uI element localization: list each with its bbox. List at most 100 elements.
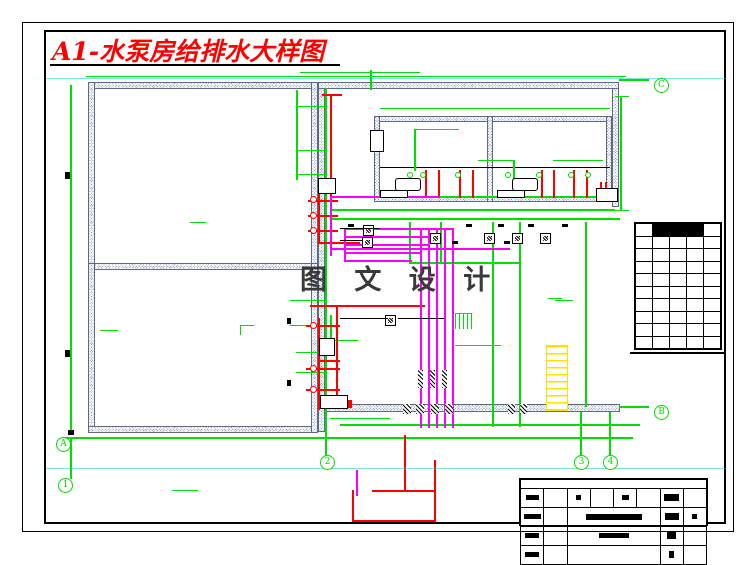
wall-segment (88, 426, 318, 433)
title-block-cell (659, 526, 684, 546)
pipe-tag (498, 224, 504, 227)
table-header-bar (652, 223, 704, 237)
riser-tag (430, 370, 435, 388)
drain-line (330, 209, 615, 211)
branch-line (414, 129, 416, 171)
pressure-line (320, 360, 340, 362)
riser-tag (418, 370, 423, 388)
equipment-box (319, 338, 335, 356)
title-block-cell (566, 526, 661, 546)
equipment-box (596, 188, 618, 202)
pump-symbol (484, 233, 495, 244)
pressure-line (308, 200, 338, 202)
axis-line-a (63, 437, 633, 439)
pipe-sleeve (416, 404, 424, 414)
title-block-cell (659, 545, 684, 565)
title-block-row (519, 526, 708, 546)
magenta-header (344, 260, 412, 262)
leader-line (548, 298, 562, 299)
pressure-line (306, 325, 340, 327)
equipment-base (380, 190, 408, 198)
title-block-cell (543, 526, 568, 546)
pump-symbol (512, 233, 523, 244)
page-title: A1-水泵房给排水大样图 (52, 37, 325, 66)
grid-bubble-1: 1 (58, 478, 73, 493)
wall-segment (88, 82, 318, 89)
tank-divider-wall (487, 116, 493, 202)
title-block-cell (519, 526, 545, 546)
drain-line (340, 424, 640, 426)
magenta-riser (356, 470, 358, 496)
wall-segment (311, 82, 318, 270)
leader-line (296, 352, 326, 353)
title-block-cell (682, 507, 708, 527)
leader-line (478, 160, 513, 161)
grid-bubble-a: A (56, 437, 71, 452)
magenta-riser (428, 228, 430, 428)
detail-line (340, 228, 380, 229)
title-block-cell (682, 526, 708, 546)
sheet-border-outer (22, 22, 734, 532)
grid-bubble-b: B (654, 405, 669, 420)
pipe-tag (562, 224, 568, 227)
grid-bubble-2: 2 (320, 455, 335, 470)
parts-table-baseline (630, 352, 726, 354)
grate-tick (455, 313, 456, 329)
dimension-line (300, 72, 420, 73)
valve-stem (553, 170, 555, 198)
riser-green (492, 262, 494, 427)
title-block-cell (519, 488, 545, 508)
pipe-tag (65, 172, 70, 179)
valve-stem (459, 170, 461, 198)
title-block (519, 478, 708, 565)
wall-segment (318, 82, 619, 89)
pipe-tag (348, 224, 354, 227)
table-row (635, 223, 721, 237)
axis-line-b (619, 406, 649, 408)
detail-line (398, 318, 444, 319)
pipe-tag (452, 241, 458, 244)
equipment-base (497, 190, 525, 198)
pipe-tag (65, 350, 70, 357)
pressure-riser (318, 186, 320, 242)
pressure-riser (404, 435, 406, 491)
table-row (635, 273, 721, 287)
magenta-riser (444, 228, 446, 428)
axis-line-3 (580, 412, 582, 457)
pipe-tag (528, 224, 534, 227)
valve-stem (586, 170, 588, 198)
gate-valve (568, 172, 574, 178)
dimension-line (620, 96, 622, 211)
valve-symbol (310, 386, 317, 393)
outline-line (86, 76, 626, 77)
pipe-sleeve (431, 404, 439, 414)
hatch-leader (455, 345, 501, 346)
title-block-row (519, 507, 708, 527)
leader-line (296, 150, 326, 151)
dimension-tick (615, 210, 629, 211)
ladder-symbol (546, 345, 568, 411)
pipe-sleeve (445, 404, 453, 414)
table-row (635, 260, 721, 274)
pump-symbol (430, 233, 441, 244)
pipe-sleeve (520, 404, 527, 414)
table-row (635, 285, 721, 299)
pump-symbol (540, 233, 551, 244)
gate-valve (407, 172, 413, 178)
detail-line (340, 240, 362, 241)
pipe-sleeve (508, 404, 515, 414)
wall-segment (88, 263, 318, 270)
sheet-border-inner (44, 30, 726, 524)
title-block-cell (566, 507, 661, 527)
leader-line (290, 300, 326, 301)
table-row (635, 248, 721, 262)
riser-green (519, 222, 521, 272)
branch-line (414, 129, 459, 130)
riser-tag (442, 370, 447, 388)
leader-line (555, 300, 573, 301)
detail-line (340, 318, 388, 319)
magenta-riser (436, 228, 438, 428)
valve-symbol (310, 365, 317, 372)
grate-tick (467, 313, 468, 329)
title-block-cell (519, 507, 545, 527)
